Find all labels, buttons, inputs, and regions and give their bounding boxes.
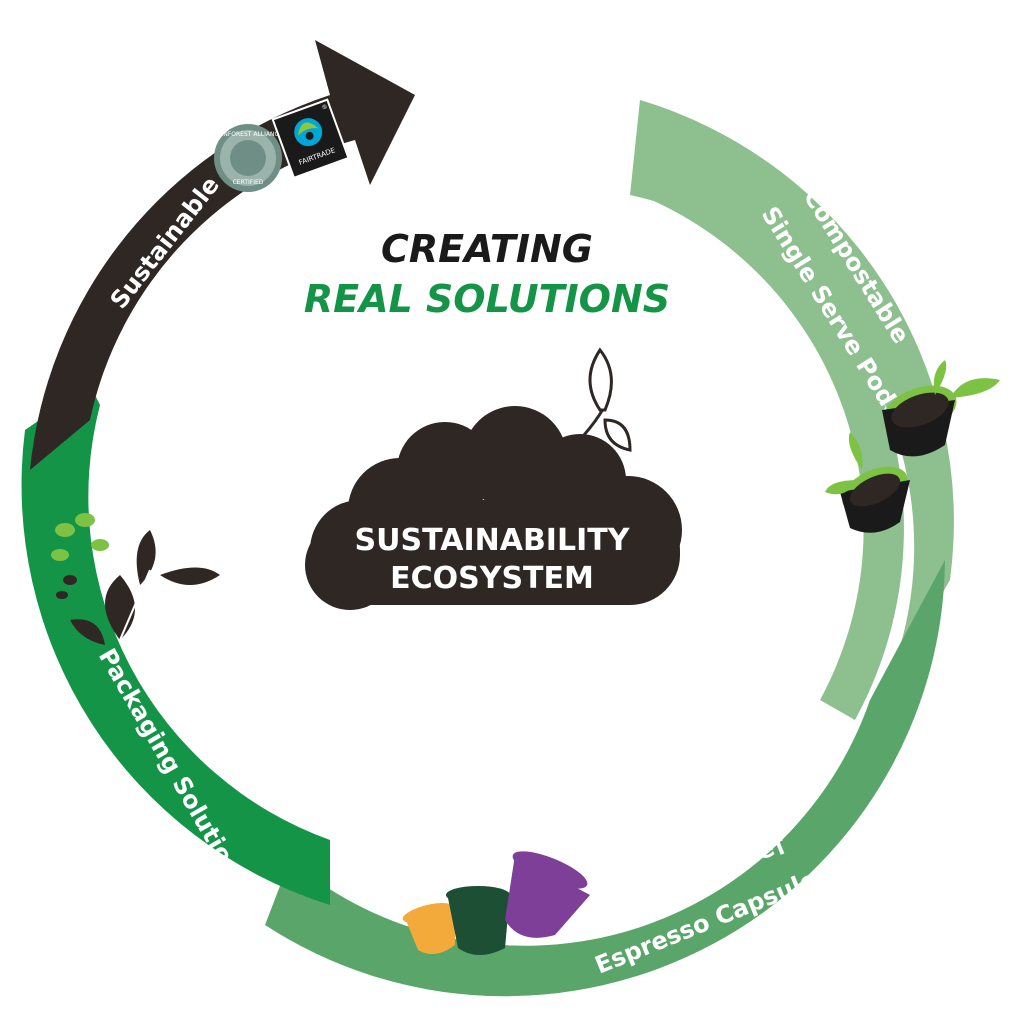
pods-label: Compostable Single Serve Pods†	[756, 184, 915, 433]
headline-line2: REAL SOLUTIONS	[304, 277, 670, 321]
fairtrade-icon: FAIRTRADE ®	[271, 98, 350, 180]
compostable-pod-icon	[882, 360, 1000, 457]
packaging-label: Sustainable Packaging Solutions**	[93, 631, 267, 917]
espresso-capsule-icon	[402, 903, 455, 954]
coffee-bean-icon	[56, 575, 77, 599]
cloud-shape	[305, 406, 682, 610]
coffee-leaf-icon	[70, 530, 220, 645]
rainforest-badge-bottom-text: CERTIFIED	[233, 179, 264, 186]
rainforest-badge-top-text: RAINFOREST ALLIANCE	[214, 131, 283, 138]
fairtrade-registered-mark: ®	[321, 103, 329, 112]
center-title-line2: ECOSYSTEM	[390, 561, 594, 596]
seedling-icon	[568, 347, 632, 452]
coffee-bean-icon	[51, 513, 109, 561]
rainforest-alliance-icon: RAINFOREST ALLIANCE CERTIFIED	[214, 124, 283, 192]
espresso-capsule-icon	[505, 851, 590, 938]
espresso-capsule-icon	[446, 886, 510, 955]
headline-line1: CREATING	[381, 227, 593, 271]
capsules-ring-segment	[265, 560, 945, 997]
center-title-line1: SUSTAINABILITY	[355, 523, 631, 558]
pods-ring-segment	[640, 160, 904, 720]
compostable-pod-icon	[825, 432, 910, 533]
pods-ring-tip	[630, 100, 954, 700]
